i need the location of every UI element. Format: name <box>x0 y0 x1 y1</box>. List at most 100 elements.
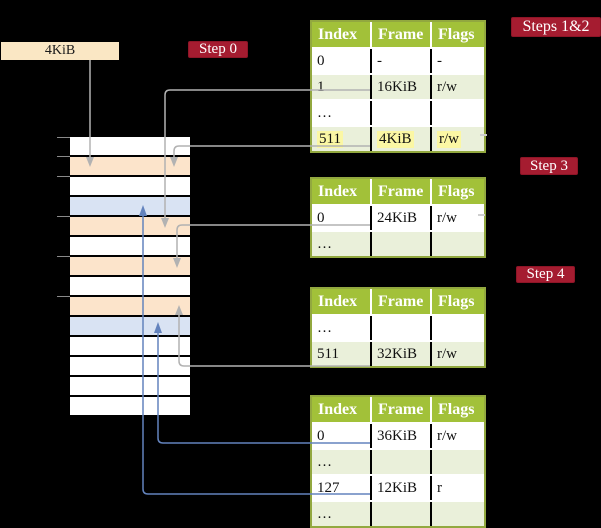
address-tick <box>57 216 70 217</box>
table-row: 0 36KiB r/w <box>312 422 484 448</box>
table-row-highlighted: 511 4KiB r/w <box>312 125 484 151</box>
cell-flags: - <box>430 49 484 73</box>
cell-flags <box>430 232 484 256</box>
cell-frame <box>370 502 430 526</box>
badge-steps-1-2-label: Steps 1&2 <box>522 18 590 35</box>
cell-flags <box>430 450 484 474</box>
badge-step-4: Step 4 <box>516 266 575 283</box>
memory-frame-1 <box>70 157 190 177</box>
table-header-row: Index Frame Flags <box>312 22 484 47</box>
header-flags: Flags <box>430 289 484 314</box>
table-row-ellipsis: … <box>312 500 484 526</box>
header-flags: Flags <box>430 179 484 204</box>
cell-flags <box>430 316 484 340</box>
address-tick <box>57 176 70 177</box>
memory-frame-11 <box>70 357 190 377</box>
badge-steps-1-2: Steps 1&2 <box>511 17 601 37</box>
header-index: Index <box>318 292 358 310</box>
table-header-row: Index Frame Flags <box>312 289 484 314</box>
address-tick <box>57 296 70 297</box>
highlight: 4KiB <box>377 130 414 148</box>
memory-frame-12 <box>70 377 190 397</box>
memory-frame-9 <box>70 317 190 337</box>
badge-step-0-label: Step 0 <box>199 41 237 57</box>
cell-flags <box>430 502 484 526</box>
memory-frame-4 <box>70 217 190 237</box>
table-header-row: Index Frame Flags <box>312 397 484 422</box>
cell-frame: 12KiB <box>370 476 430 500</box>
cell-flags: r/w <box>430 424 484 448</box>
address-tick <box>57 156 70 157</box>
memory-frame-3 <box>70 197 190 217</box>
cell-frame: - <box>370 49 430 73</box>
header-index: Index <box>318 182 358 200</box>
memory-frame-0 <box>70 137 190 157</box>
connector-stub <box>480 134 487 136</box>
cell-frame: 36KiB <box>370 424 430 448</box>
page-table-steps-1-2: Index Frame Flags 0 - - 1 16KiB r/w … 51… <box>310 20 486 153</box>
table-row: 127 12KiB r <box>312 474 484 500</box>
cell-frame: 32KiB <box>370 342 430 366</box>
header-frame: Frame <box>370 179 430 204</box>
cell-flags: r/w <box>430 75 484 99</box>
cell-frame <box>370 316 430 340</box>
header-frame: Frame <box>370 397 430 422</box>
root-pointer-box: 4KiB <box>1 42 119 60</box>
cell-index: 511 <box>312 127 370 151</box>
header-frame: Frame <box>370 22 430 47</box>
memory-frame-7 <box>70 277 190 297</box>
physical-memory-stack <box>70 137 190 415</box>
header-flags: Flags <box>430 22 484 47</box>
table-header-row: Index Frame Flags <box>312 179 484 204</box>
memory-frame-13 <box>70 397 190 415</box>
cell-index: 127 <box>317 479 340 496</box>
badge-step-3: Step 3 <box>520 157 578 175</box>
cell-index: 511 <box>317 345 339 362</box>
table-row-ellipsis: … <box>312 99 484 125</box>
cell-frame: 4KiB <box>370 127 430 151</box>
cell-index: 0 <box>317 209 325 226</box>
badge-step-0: Step 0 <box>188 41 248 58</box>
header-index: Index <box>318 25 358 43</box>
root-pointer-label: 4KiB <box>44 43 76 58</box>
header-index: Index <box>318 400 358 418</box>
header-flags: Flags <box>430 397 484 422</box>
highlight: r/w <box>437 130 461 148</box>
cell-frame <box>370 450 430 474</box>
cell-index: … <box>317 319 332 336</box>
badge-step-4-label: Step 4 <box>526 266 565 282</box>
cell-index: … <box>317 104 332 121</box>
cell-frame <box>370 232 430 256</box>
memory-frame-10 <box>70 337 190 357</box>
table-row-ellipsis: … <box>312 448 484 474</box>
cell-flags <box>430 101 484 125</box>
memory-frame-5 <box>70 237 190 257</box>
cell-flags: r <box>430 476 484 500</box>
table-row: 0 24KiB r/w <box>312 204 484 230</box>
highlight: 511 <box>317 130 343 148</box>
cell-flags: r/w <box>430 127 484 151</box>
page-table-step-4: Index Frame Flags … 511 32KiB r/w <box>310 287 486 368</box>
page-table-leaf: Index Frame Flags 0 36KiB r/w … 127 12Ki… <box>310 395 486 528</box>
memory-frame-2 <box>70 177 190 197</box>
cell-flags: r/w <box>430 342 484 366</box>
table-row: 1 16KiB r/w <box>312 73 484 99</box>
cell-flags: r/w <box>430 206 484 230</box>
cell-index: 0 <box>317 427 325 444</box>
cell-index: … <box>317 505 332 522</box>
table-row: 0 - - <box>312 47 484 73</box>
memory-frame-6 <box>70 257 190 277</box>
table-row-ellipsis: … <box>312 230 484 256</box>
table-row: 511 32KiB r/w <box>312 340 484 366</box>
cell-index: 0 <box>317 52 325 69</box>
cell-frame <box>370 101 430 125</box>
cell-index: … <box>317 235 332 252</box>
connector-stub <box>478 214 485 216</box>
table-row-ellipsis: … <box>312 314 484 340</box>
cell-frame: 24KiB <box>370 206 430 230</box>
memory-frame-8 <box>70 297 190 317</box>
badge-step-3-label: Step 3 <box>530 157 568 174</box>
header-frame: Frame <box>370 289 430 314</box>
cell-index: 1 <box>317 78 325 95</box>
address-tick <box>57 137 70 138</box>
